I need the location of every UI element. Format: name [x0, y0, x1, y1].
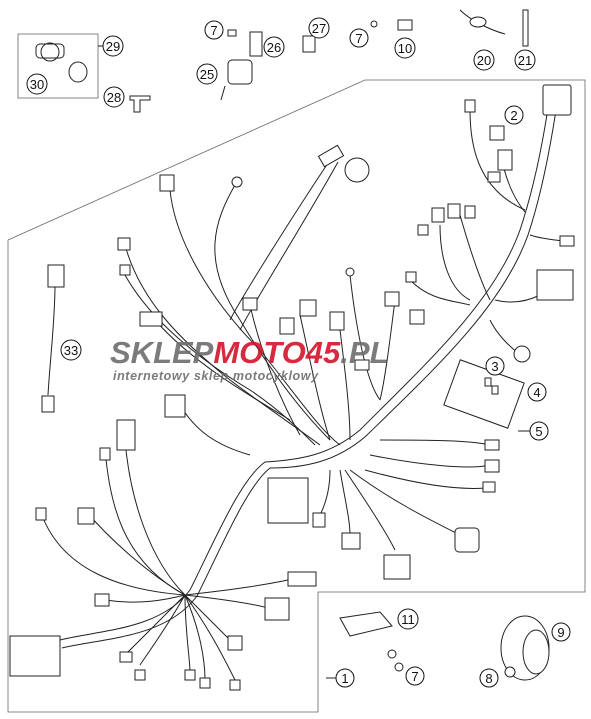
callout-2-label: 2	[510, 108, 517, 123]
callout-30-label: 30	[30, 77, 44, 92]
main-frame	[7, 79, 586, 713]
callout-28-label: 28	[107, 90, 121, 105]
callout-7b: 7	[349, 28, 369, 48]
callout-3-label: 3	[491, 359, 498, 374]
callout-4: 4	[527, 382, 547, 402]
connectors	[9, 84, 575, 691]
callout-4-label: 4	[533, 385, 540, 400]
callout-8-label: 8	[485, 671, 492, 686]
watermark-tagline: internetowy sklep motocyklowy	[113, 369, 319, 383]
callout-33-label: 33	[64, 343, 78, 358]
callout-26-label: 26	[267, 40, 281, 55]
callout-2: 2	[504, 105, 524, 125]
diagram-frames	[7, 33, 586, 713]
callout-7a-label: 7	[210, 23, 217, 38]
callout-29-label: 29	[106, 39, 120, 54]
callout-9: 9	[551, 622, 571, 642]
callout-28: 28	[103, 86, 125, 108]
callout-21-label: 21	[518, 53, 532, 68]
callout-25: 25	[196, 63, 218, 85]
callout-7b-label: 7	[355, 31, 362, 46]
callout-1: 1	[326, 668, 355, 688]
callout-7a: 7	[204, 20, 224, 40]
callout-11: 11	[397, 608, 419, 630]
callout-21: 21	[514, 49, 536, 71]
callout-7c-label: 7	[411, 669, 418, 684]
callout-8: 8	[479, 668, 499, 688]
parts-box-29-30	[17, 33, 99, 99]
callout-20: 20	[473, 49, 495, 71]
callout-33: 33	[60, 339, 82, 361]
loose-parts	[35, 9, 550, 681]
callout-30: 30	[26, 73, 48, 95]
callout-3: 3	[485, 356, 505, 376]
watermark: SKLEPMOTO45.PL internetowy sklep motocyk…	[110, 335, 389, 383]
callouts: 1 2 3 4 5 7 7 7	[26, 17, 571, 688]
watermark-brand: SKLEPMOTO45.PL	[110, 335, 389, 370]
callout-25-label: 25	[200, 67, 214, 82]
harness-wires	[39, 107, 571, 681]
callout-11-label: 11	[401, 612, 415, 627]
callout-10: 10	[394, 37, 416, 59]
callout-26: 26	[263, 36, 285, 58]
callout-1-label: 1	[341, 671, 348, 686]
callout-9-label: 9	[557, 625, 564, 640]
callout-27: 27	[308, 17, 330, 39]
callout-7c: 7	[405, 666, 425, 686]
callout-20-label: 20	[477, 53, 491, 68]
callout-29: 29	[98, 35, 124, 57]
callout-5: 5	[518, 421, 549, 441]
callout-27-label: 27	[312, 21, 326, 36]
callout-10-label: 10	[398, 41, 412, 56]
callout-5-label: 5	[535, 424, 542, 439]
